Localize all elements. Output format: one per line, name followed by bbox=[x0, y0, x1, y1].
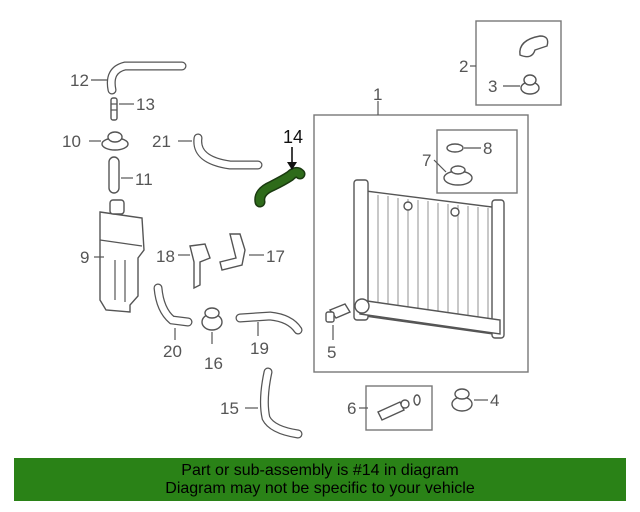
bracket-part-18[interactable] bbox=[189, 243, 211, 290]
info-banner: Part or sub-assembly is #14 in diagram D… bbox=[14, 458, 626, 501]
label-19: 19 bbox=[250, 339, 269, 358]
label-14: 14 bbox=[283, 127, 303, 147]
label-4: 4 bbox=[490, 391, 499, 410]
label-8: 8 bbox=[483, 139, 492, 158]
banner-line-1: Part or sub-assembly is #14 in diagram bbox=[181, 461, 459, 479]
label-16: 16 bbox=[204, 354, 223, 373]
label-12: 12 bbox=[70, 71, 89, 90]
label-6: 6 bbox=[347, 399, 356, 418]
label-10: 10 bbox=[62, 132, 81, 151]
label-11: 11 bbox=[135, 170, 153, 189]
radiator-part[interactable] bbox=[353, 179, 505, 339]
reservoir-tank-part[interactable] bbox=[99, 199, 145, 313]
sensor-part-6[interactable] bbox=[377, 394, 421, 421]
banner-line-2: Diagram may not be specific to your vehi… bbox=[165, 479, 475, 497]
label-15: 15 bbox=[220, 399, 239, 418]
label-21: 21 bbox=[152, 132, 171, 151]
hose-part-2[interactable] bbox=[519, 35, 549, 58]
radiator-cap-part[interactable] bbox=[443, 165, 473, 186]
seal-part-8[interactable] bbox=[446, 143, 464, 153]
label-13: 13 bbox=[136, 95, 155, 114]
clip-part-13[interactable] bbox=[110, 97, 118, 121]
reservoir-cap-group-box bbox=[475, 20, 562, 106]
label-3: 3 bbox=[488, 77, 497, 96]
label-5: 5 bbox=[327, 343, 336, 362]
label-18: 18 bbox=[156, 247, 175, 266]
parts-diagram: 1 5 8 7 2 3 4 6 12 bbox=[62, 20, 562, 439]
bracket-part-17[interactable] bbox=[219, 233, 246, 271]
label-9: 9 bbox=[80, 248, 89, 267]
label-1: 1 bbox=[373, 85, 382, 104]
cap-part-10[interactable] bbox=[101, 131, 129, 151]
drain-plug-part[interactable] bbox=[325, 303, 352, 323]
label-2: 2 bbox=[459, 57, 468, 76]
label-17: 17 bbox=[266, 247, 285, 266]
tube-part-11[interactable] bbox=[108, 156, 120, 194]
label-20: 20 bbox=[163, 342, 182, 361]
label-7: 7 bbox=[422, 151, 431, 170]
grommet-part-4[interactable] bbox=[451, 388, 473, 412]
fitting-part-16[interactable] bbox=[201, 307, 223, 331]
cap-part-3[interactable] bbox=[520, 74, 540, 95]
